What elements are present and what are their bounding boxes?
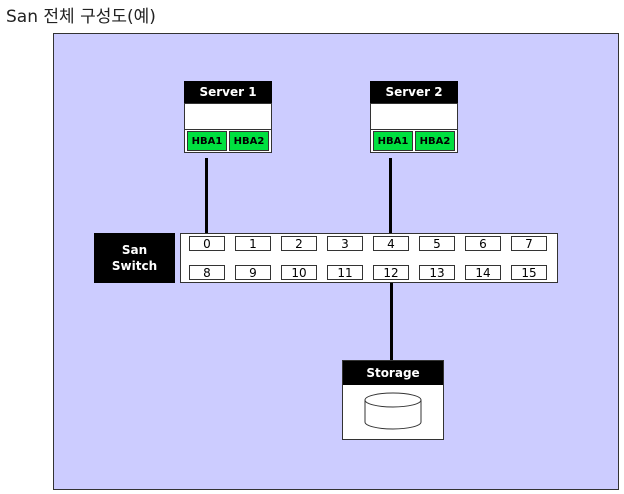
server-1-hba-row: HBA1 HBA2: [184, 129, 272, 153]
diagram-canvas: Server 1 HBA1 HBA2 Server 2 HBA1 HBA2 Sa…: [53, 33, 619, 490]
san-switch-label-line2: Switch: [111, 259, 158, 273]
switch-port-13: 13: [419, 265, 455, 280]
cable-switch-storage: [390, 282, 393, 361]
server-2-title: Server 2: [370, 81, 458, 103]
switch-port-1: 1: [235, 236, 271, 251]
server-1-title: Server 1: [184, 81, 272, 103]
switch-port-11: 11: [327, 265, 363, 280]
san-switch-label-line1: San: [121, 243, 148, 257]
switch-port-9: 9: [235, 265, 271, 280]
switch-port-5: 5: [419, 236, 455, 251]
storage: Storage: [342, 360, 444, 440]
storage-title: Storage: [343, 361, 443, 385]
server-1-body: [184, 103, 272, 129]
switch-port-15: 15: [511, 265, 547, 280]
server-1-hba1: HBA1: [187, 131, 227, 151]
switch-port-2: 2: [281, 236, 317, 251]
server-2: Server 2 HBA1 HBA2: [370, 81, 458, 153]
server-2-hba-row: HBA1 HBA2: [370, 129, 458, 153]
switch-port-12: 12: [373, 265, 409, 280]
switch-port-8: 8: [189, 265, 225, 280]
page-title: San 전체 구성도(예): [6, 7, 156, 27]
switch-port-3: 3: [327, 236, 363, 251]
server-2-hba2: HBA2: [415, 131, 455, 151]
switch-port-4: 4: [373, 236, 409, 251]
cable-server1-switch: [205, 158, 208, 234]
switch-port-7: 7: [511, 236, 547, 251]
switch-port-10: 10: [281, 265, 317, 280]
cable-server2-switch: [389, 158, 392, 234]
switch-port-14: 14: [465, 265, 501, 280]
server-2-body: [370, 103, 458, 129]
server-1-hba2: HBA2: [229, 131, 269, 151]
san-switch-label: San Switch: [94, 233, 175, 283]
disk-icon: [364, 392, 422, 430]
server-1: Server 1 HBA1 HBA2: [184, 81, 272, 153]
server-2-hba1: HBA1: [373, 131, 413, 151]
switch-port-0: 0: [189, 236, 225, 251]
switch-port-6: 6: [465, 236, 501, 251]
